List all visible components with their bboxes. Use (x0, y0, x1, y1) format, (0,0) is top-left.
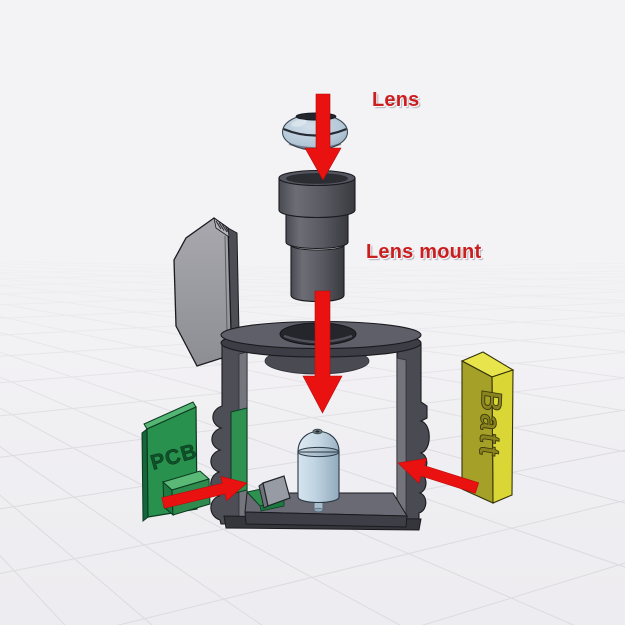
lens-callout: Lens (372, 89, 420, 111)
lens-arrow (304, 93, 342, 181)
mount-upper-step (278, 177, 356, 219)
lens-seam (283, 127, 347, 137)
lens-mount-part (278, 169, 356, 303)
sensor-peg-base (313, 507, 324, 513)
floor-front (244, 511, 408, 528)
battery-label: Batt (473, 388, 507, 461)
lid-seam (224, 235, 228, 331)
bracket-wedge (258, 475, 291, 509)
battery-arrow (397, 458, 480, 494)
sensor-aperture-dot (315, 430, 320, 433)
pcb-arrow (161, 475, 248, 509)
lens-part (281, 112, 349, 151)
lid-front-face (173, 217, 232, 367)
lens-mount-callout: Lens mount (366, 241, 482, 263)
mount-arrow (302, 290, 343, 414)
wedge-plate (262, 475, 291, 507)
internal-pcb (230, 407, 248, 495)
mount-bore (286, 173, 348, 184)
sensor-seam (297, 446, 340, 458)
sensor-body (297, 451, 340, 504)
battery-front-face (461, 360, 494, 504)
assembly-arrows (161, 93, 480, 509)
internal-pcb-vertical (230, 407, 248, 495)
sensor-module (297, 428, 340, 513)
mount-lower-step (290, 244, 345, 303)
lid-serrations (215, 220, 230, 234)
pcb-part: PCB (141, 401, 211, 523)
right-wall-cut-face (396, 357, 407, 523)
battery-part: Batt (460, 351, 515, 504)
lens-highlight (291, 119, 307, 127)
